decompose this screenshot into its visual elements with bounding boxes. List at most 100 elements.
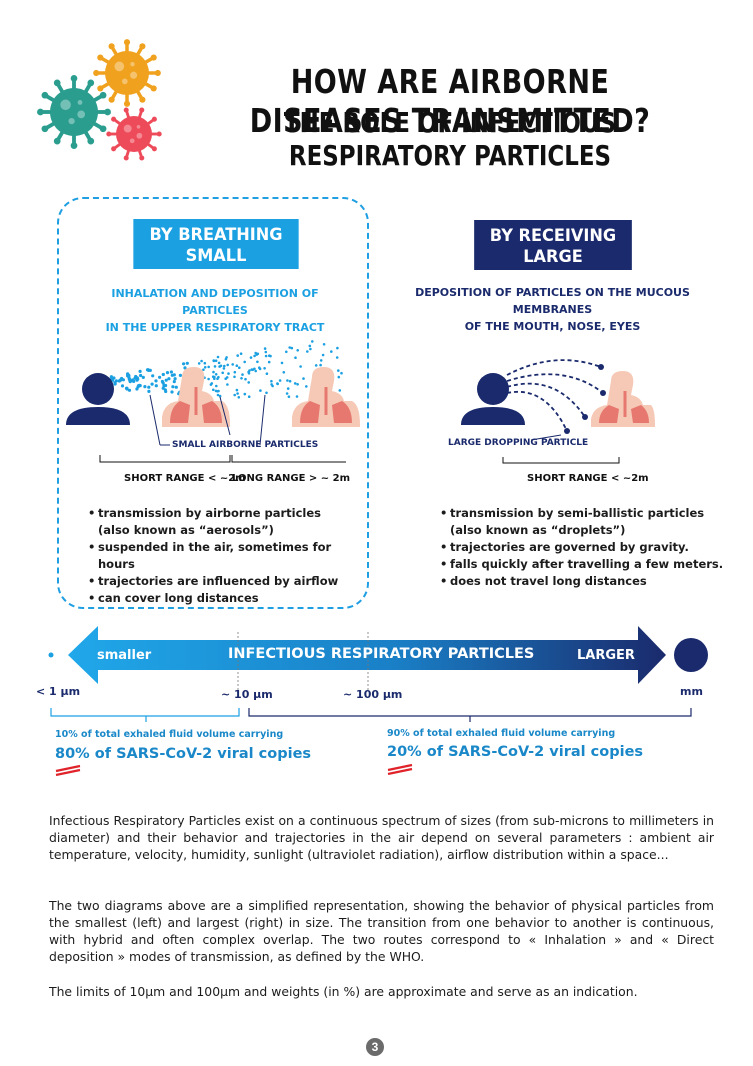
particle (207, 365, 210, 369)
particle (212, 359, 216, 363)
particle (278, 379, 282, 382)
particle (227, 372, 230, 375)
particle (150, 382, 154, 386)
larger-label: LARGER (577, 648, 635, 663)
particle (135, 387, 139, 391)
particle (183, 366, 187, 370)
particle (151, 374, 155, 378)
particle (131, 379, 135, 383)
particle (211, 375, 215, 378)
particle (264, 354, 268, 358)
particle (311, 340, 314, 343)
droplet-trajectories (506, 359, 604, 432)
particle (216, 393, 220, 397)
particle (337, 375, 341, 379)
droplet-bullet-list: transmission by semi-ballistic particles… (440, 505, 730, 590)
particle (243, 392, 247, 396)
short-range-label-right: SHORT RANGE < ~2m (527, 473, 649, 484)
particle (138, 369, 142, 373)
particle (223, 364, 226, 368)
left-underline-marks (55, 764, 81, 776)
right-viral-share: 20% of SARS-CoV-2 viral copies (387, 744, 644, 760)
particle (128, 380, 132, 384)
particle (306, 350, 309, 353)
particle (212, 370, 215, 374)
particle (215, 384, 218, 388)
particle (302, 377, 305, 380)
particle (214, 359, 218, 362)
receiver-lungs-icon-2 (292, 367, 360, 427)
list-item: does not travel long distances (440, 573, 730, 590)
droplet-subheading: DEPOSITION OF PARTICLES ON THE MUCOUS ME… (415, 286, 690, 333)
particle (214, 373, 218, 376)
particle (247, 395, 251, 398)
particle (147, 385, 151, 389)
double-arrow-icon (68, 626, 666, 684)
particle (233, 393, 236, 397)
receiver-lungs-icon-1 (162, 367, 230, 427)
particle (147, 389, 151, 393)
particle (231, 363, 234, 366)
particle (236, 392, 239, 395)
particle (217, 375, 220, 379)
particle (286, 387, 290, 390)
particle (143, 385, 147, 389)
virus-orange-icon (93, 39, 161, 107)
droplet-heading: BY RECEIVING LARGE DROPPING PARTICLES (474, 220, 632, 309)
airborne-subheading: INHALATION AND DEPOSITION OF PARTICLES I… (105, 287, 325, 334)
particle (314, 364, 318, 367)
particle (216, 355, 220, 359)
particle (254, 351, 257, 355)
particle (286, 379, 289, 382)
tick-10-micron: ~ 10 µm (221, 688, 273, 701)
particle (213, 377, 216, 380)
particle (124, 386, 129, 390)
airborne-bullet-list: transmission by airborne particles(also … (88, 505, 368, 607)
particle (240, 377, 243, 380)
particle (247, 372, 251, 375)
range-brackets (50, 708, 692, 722)
particle (239, 352, 243, 355)
list-item: transmission by semi-ballistic particles… (440, 505, 730, 539)
particle (182, 362, 186, 366)
particle (288, 379, 292, 383)
particle (263, 367, 266, 370)
particle (161, 372, 165, 377)
particle (293, 382, 297, 385)
particle (265, 391, 268, 395)
particle (338, 389, 342, 392)
particle (120, 384, 125, 388)
particle (217, 389, 220, 393)
virus-red-icon (106, 107, 162, 161)
small-dot-icon (48, 652, 54, 658)
particle (164, 378, 168, 382)
particle (214, 389, 218, 393)
airborne-diagram (66, 340, 360, 463)
particle (280, 361, 284, 365)
airborne-heading: BY BREATHING SMALL AIRBORNE PARTICLES (133, 219, 299, 308)
virus-teal-icon (37, 75, 111, 149)
particle (170, 390, 174, 394)
right-volume-note: 90% of total exhaled fluid volume carryi… (387, 728, 616, 739)
particle (290, 346, 294, 350)
short-range-label-left: SHORT RANGE < ~2m (124, 473, 246, 484)
particle (285, 392, 289, 395)
particle (335, 356, 339, 359)
particle (225, 376, 229, 379)
particle (322, 343, 326, 346)
particle (138, 383, 142, 387)
size-scale-arrow (48, 626, 708, 692)
list-item: suspended in the air, sometimes for hour… (88, 539, 368, 573)
particle (209, 383, 213, 386)
particle (265, 372, 269, 375)
particle (253, 354, 256, 358)
particle (221, 371, 224, 375)
particle (264, 350, 268, 354)
small-particles-label: SMALL AIRBORNE PARTICLES (172, 440, 319, 450)
list-item: falls quickly after travelling a few met… (440, 556, 730, 573)
particle (203, 366, 207, 369)
particle (120, 376, 124, 381)
particle (330, 350, 333, 353)
particle (270, 383, 273, 386)
particle (126, 374, 130, 378)
